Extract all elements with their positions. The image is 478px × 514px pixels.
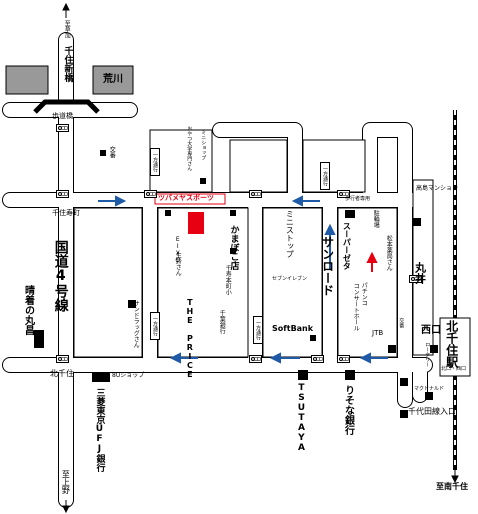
label-marui: 丸井 (413, 262, 427, 284)
block-northeast (302, 139, 366, 193)
oneway-sign-3: 一方通行 (253, 316, 263, 344)
label-to-soka: 至草加 (63, 20, 71, 38)
signal-8 (337, 190, 350, 198)
block-east (337, 207, 398, 358)
label-chuurinjo: 駐輪場 (372, 210, 380, 228)
label-to-ueno: 至上野 (61, 470, 71, 494)
label-ikuhara: 生鈴さん (174, 252, 182, 276)
label-kitasenju-station: 北千住駅 (444, 320, 459, 368)
block-center-right (262, 207, 323, 358)
label-kitasenju: 北千住 (50, 369, 74, 378)
label-oyatsu: おやつ大学専門さん (186, 126, 193, 171)
tsubame-label-box (154, 193, 226, 205)
label-nishiguchi: 西口 (421, 325, 441, 336)
label-hodokyo: 歩道橋 (52, 112, 73, 120)
label-rotary: ロータリー (424, 342, 431, 367)
gray-block-left (5, 65, 49, 95)
label-kokudo4: 国道4号線 (52, 240, 69, 312)
label-small-shop: ミニショップ (200, 130, 207, 160)
signal-1 (56, 124, 69, 132)
bridge-bar (33, 99, 100, 114)
label-pachinko: パチンコ (360, 282, 368, 306)
label-the-price: THE PRICE (185, 298, 195, 379)
pedestrian-arrow (366, 251, 378, 272)
label-tsubame: ツバメヤスポーツ (158, 194, 214, 202)
label-sandrug: サンドラッグさん (132, 300, 140, 348)
label-kouban-top: 交番 (108, 146, 116, 158)
label-kouban-right: 交番 (398, 318, 405, 328)
label-super-zeta: スーパーゼタ (342, 222, 352, 270)
label-takashima: 高島マンション (416, 185, 459, 192)
signal-10 (409, 275, 422, 283)
label-arakawa: 荒川 (103, 74, 123, 85)
signal-5 (249, 190, 262, 198)
oneway-sign-2: 一方通行 (150, 312, 160, 340)
label-senju-tambo: 千代田線入口 (408, 407, 456, 416)
label-to-minami-senju: 至南千住 (436, 482, 468, 491)
block-north-right (229, 139, 288, 193)
label-seven: セブンイレブン (272, 276, 308, 282)
label-matsumoto: 松本薬局さん (385, 235, 393, 271)
label-risona: りそな銀行 (342, 385, 354, 435)
label-senju-shinbashi: 千住新橋 (62, 46, 73, 82)
label-tsutaya: TSUTAYA (296, 383, 307, 453)
oneway-sign-1: 一方通行 (150, 148, 160, 176)
label-senju-honcho: 千寿本町小 (224, 265, 232, 295)
signal-7 (311, 355, 324, 363)
signal-6 (249, 355, 262, 363)
traffic-arrows (98, 195, 388, 364)
label-mcdonald: マクドナルド (414, 386, 445, 392)
label-hokosha: 歩行者専用 (345, 196, 371, 202)
block-west (73, 207, 143, 358)
label-ministop: ミニストップ (285, 210, 295, 258)
label-shop-8u: 8Uショップ (112, 372, 145, 379)
label-jtb: JTB (372, 329, 384, 337)
signal-3 (56, 355, 69, 363)
label-concert: コンサートホール (352, 283, 360, 331)
signal-9 (337, 355, 350, 363)
oneway-sign-4: 一方通行 (320, 162, 330, 190)
label-chiba: 千葉銀行 (218, 310, 226, 334)
label-eiyo: EIYO (174, 236, 182, 264)
label-sunroad: サンロード (320, 236, 335, 296)
building-markers (34, 150, 438, 418)
label-kamaboko: かまぼこ店 (228, 225, 239, 270)
label-mitsubishi: 三菱東京UFJ銀行 (94, 388, 105, 472)
label-senju-kotobukicho: 千住寿町 (52, 209, 80, 217)
gray-block-arakawa (92, 65, 134, 95)
destination-arrows (62, 2, 459, 514)
station-box (439, 317, 471, 377)
label-haregi-maruzen: 晴着の丸昌 (22, 285, 34, 335)
label-station-sub: 北口・西口 (441, 366, 467, 372)
signal-4 (144, 190, 157, 198)
signal-2 (56, 190, 69, 198)
tsubame-marker (188, 212, 204, 234)
label-softbank: SoftBank (272, 324, 314, 333)
